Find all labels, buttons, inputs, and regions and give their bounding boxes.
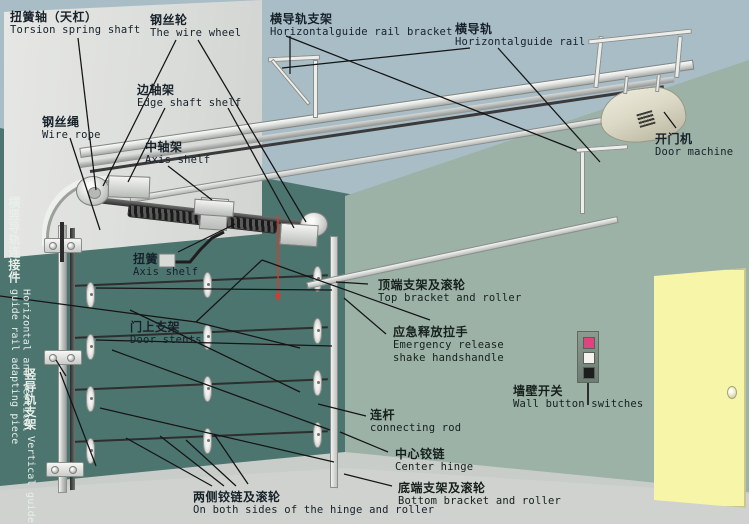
horizontal-guide-rail-bracket [313,60,318,118]
door-knob-icon[interactable] [727,386,737,399]
label-emergency-release: 应急释放拉手 Emergency release shake handshand… [393,325,504,364]
door-hinge [203,272,212,298]
door-hinge [86,386,95,412]
door-hinge [203,324,212,350]
label-horizontal-guide-rail-bracket: 横导轨支架 Horizontalguide rail bracket [270,12,453,39]
label-connecting-rod: 连杆 connecting rod [370,408,462,435]
wall-switch-button-pink[interactable] [583,337,595,349]
label-vertical-guide-rail-bracket: 竖导轨支架 Vertical guide rail bracket [22,368,37,524]
door-hinge [313,370,322,396]
label-horizontal-guide-rail: 横导轨 Horizontalguide rail [455,22,586,49]
label-door-stents: 门上支架 Door stents [130,320,202,347]
vertical-rail-bracket [46,462,84,477]
vertical-guide-rail-right [330,235,338,489]
label-edge-shaft-shelf: 边轴架 Edge shaft shelf [137,83,242,110]
label-wire-wheel: 钢丝轮 The wire wheel [150,13,242,40]
label-top-bracket-and-roller: 顶端支架及滚轮 Top bracket and roller [378,278,522,305]
wall-button-switch-plate[interactable] [577,331,599,383]
label-hv-adapting-piece: 横竖导轨连接件 Horizontal and vertical guide ra… [6,196,32,445]
door-hinge [313,422,322,448]
door-hinge [86,438,95,464]
bolt-icon [51,466,59,474]
bolt-icon [49,242,57,250]
wall-switch-button-black[interactable] [583,367,595,379]
wire-wheel-left [76,176,110,206]
label-wall-button-switches: 墙壁开关 Wall button switches [513,384,644,411]
door-hinge [313,318,322,344]
bolt-icon [69,466,77,474]
wall-switch-leader [587,383,589,405]
door-hinge [86,282,95,308]
vertical-rail-bracket [44,350,82,365]
bolt-icon [49,354,57,362]
label-door-machine: 开门机 Door machine [655,132,734,159]
label-on-both-sides-hinge: 两侧铰链及滚轮 On both sides of the hinge and r… [193,490,435,517]
label-axis-shelf-mid: 扭簧 Axis shelf [133,252,199,279]
edge-shaft-shelf [107,175,151,199]
label-center-hinge: 中心铰链 Center hinge [395,447,474,474]
wall-switch-button-white[interactable] [583,352,595,364]
horizontal-guide-rail-bracket [580,148,585,214]
label-bottom-bracket-and-roller: 底端支架及滚轮 Bottom bracket and roller [398,481,562,508]
label-axis-shelf-top: 中轴架 Axis shelf [145,140,211,167]
bolt-icon [67,354,75,362]
door-hinge [203,428,212,454]
edge-shaft-shelf-right [279,222,319,248]
door-hinge [203,376,212,402]
bolt-icon [67,242,75,250]
door-hinge [86,334,95,360]
label-torsion-spring-shaft: 扭簧轴（天杠） Torsion spring shaft [10,10,141,37]
wire-rope-anchor [60,222,64,262]
axis-shelf-center-plate [193,198,235,218]
label-wire-rope: 钢丝绳 Wire rope [42,115,101,142]
